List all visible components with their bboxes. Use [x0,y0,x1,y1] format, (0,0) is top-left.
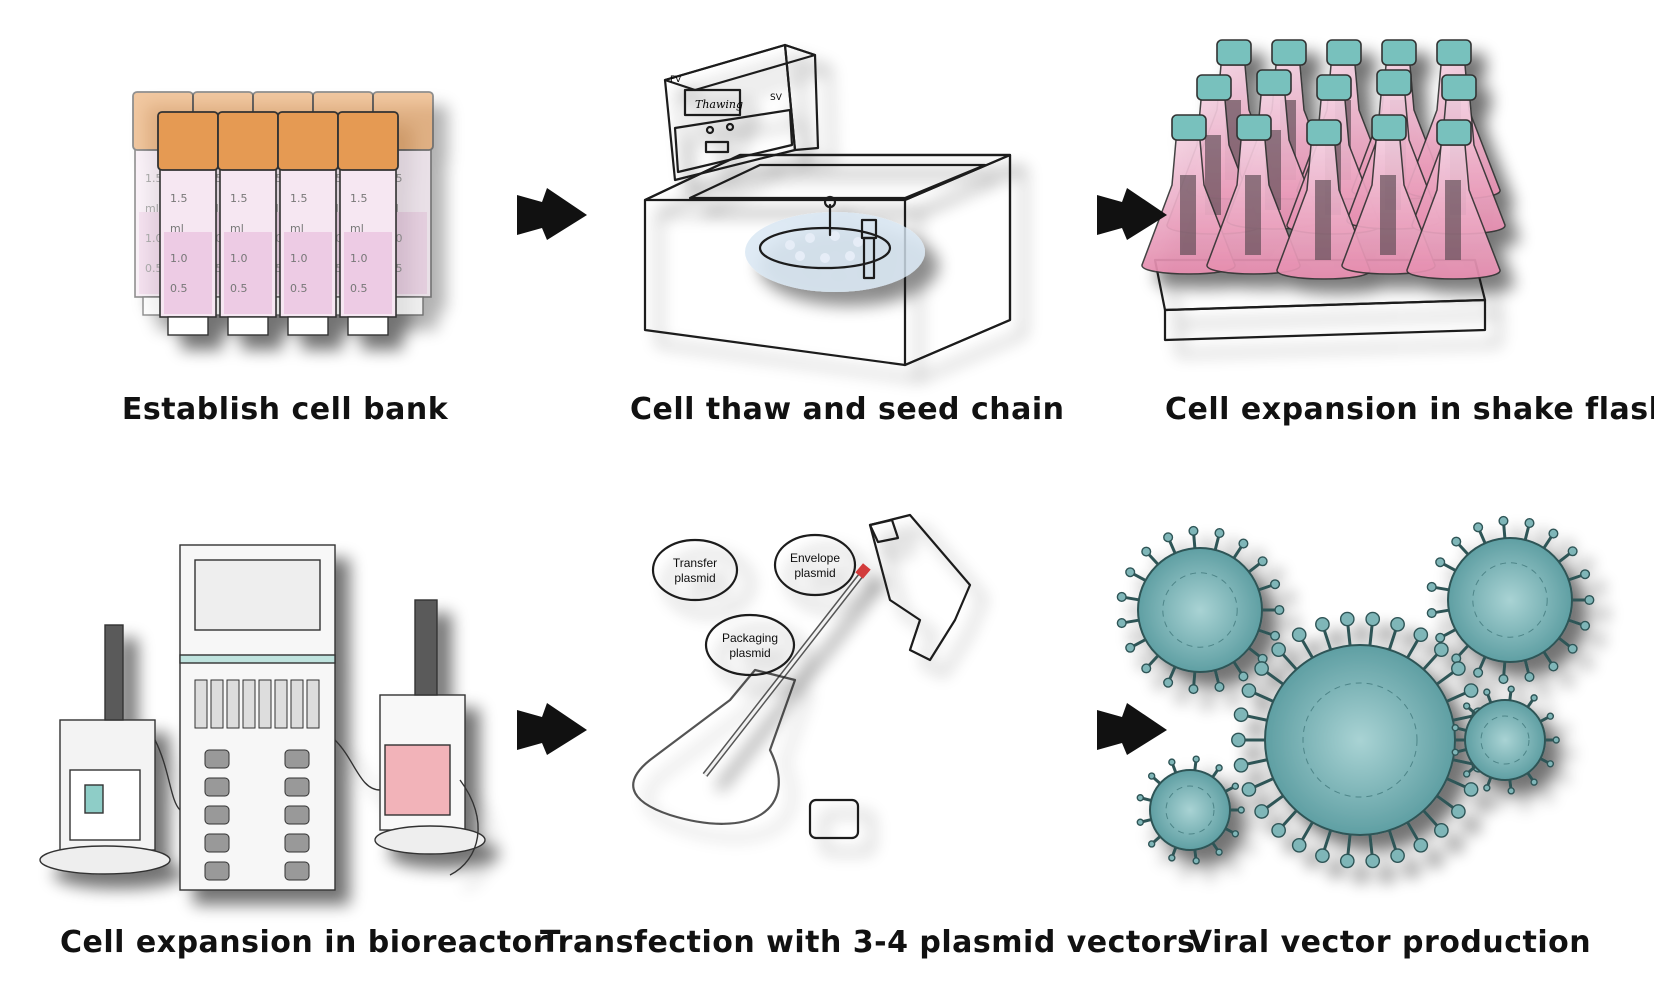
shake-flask [1341,114,1436,275]
viral-vector-illustration [1110,515,1630,880]
cryovial: 1.5 ml 1.0 0.5 [157,111,219,336]
tube-mark: 0.5 [290,282,308,295]
tube-mark: 1.0 [230,252,248,265]
plasmid-envelope: Envelope plasmid [773,533,857,597]
tube-mark: ml [290,222,304,235]
caption-cell-bank: Establish cell bank [121,392,449,427]
tube-mark: 1.0 [290,252,308,265]
virus-particle [1451,685,1560,795]
shake-flask-illustration [1135,30,1515,360]
virus-particle [1426,515,1595,685]
virus-particle [1136,755,1245,865]
tube-mark: 1.0 [145,232,163,245]
tube-mark: 0.5 [170,282,188,295]
tube-mark: 1.0 [170,252,188,265]
transfection-illustration: Transfer plasmid Envelope plasmid Packag… [630,510,1030,890]
caption-cell-thaw: Cell thaw and seed chain [630,392,1065,427]
caption-transfection: Transfection with 3-4 plasmid vectors [540,925,1196,960]
tube-mark: 1.5 [290,192,308,205]
svg-text:plasmid: plasmid [794,566,835,580]
tube-mark: 0.5 [145,262,163,275]
tube-mark: ml [230,222,244,235]
arrow-right-icon [512,695,592,765]
tube-mark: 0.5 [230,282,248,295]
caption-viral-vector: Viral vector production [1188,925,1592,960]
svg-text:Transfer: Transfer [673,556,717,570]
svg-text:Packaging: Packaging [722,631,778,645]
tube-mark: 1.5 [170,192,188,205]
plasmid-transfer: Transfer plasmid [651,538,739,602]
tube-mark: 1.5 [145,172,163,185]
arrow-right-icon [1092,695,1172,765]
svg-text:plasmid: plasmid [729,646,770,660]
tube-mark: ml [145,202,159,215]
tube-mark: ml [170,222,184,235]
virus-particle [1231,611,1489,869]
arrow-right-icon [512,180,592,250]
waterbath-mark-side: SV [770,93,783,103]
bioreactor-illustration [20,540,490,900]
shake-flask [1276,119,1371,280]
cell-bank-illustration: 1.5 ml 1.0 0.5 1.5 ml 1.0 0.5 1.5 ml 1.0 0.5 1.5 ml 1.… [120,80,460,340]
tube-mark: 1.5 [350,192,368,205]
cryovial: 1.5 ml 1.0 0.5 [277,111,339,336]
tube-mark: ml [350,222,364,235]
tube-mark: 1.5 [230,192,248,205]
cryovial: 1.5 ml 1.0 0.5 [337,111,399,336]
tube-mark: 1.0 [350,252,368,265]
virus-particle [1116,525,1285,695]
svg-text:Envelope: Envelope [790,551,840,565]
shake-flask [1406,119,1501,280]
plasmid-packaging: Packaging plasmid [704,613,796,677]
waterbath-mark-top: FV [670,75,682,85]
tube-mark: 0.5 [350,282,368,295]
cryovial: 1.5 ml 1.0 0.5 [217,111,279,336]
caption-shake-flask: Cell expansion in shake flask [1165,392,1654,427]
waterbath-display: Thawing [695,98,743,111]
water-bath-illustration: Thawing FV SV [640,20,1020,370]
svg-text:plasmid: plasmid [674,571,715,585]
caption-bioreactor: Cell expansion in bioreactor [60,925,549,960]
arrow-right-icon [1092,180,1172,250]
